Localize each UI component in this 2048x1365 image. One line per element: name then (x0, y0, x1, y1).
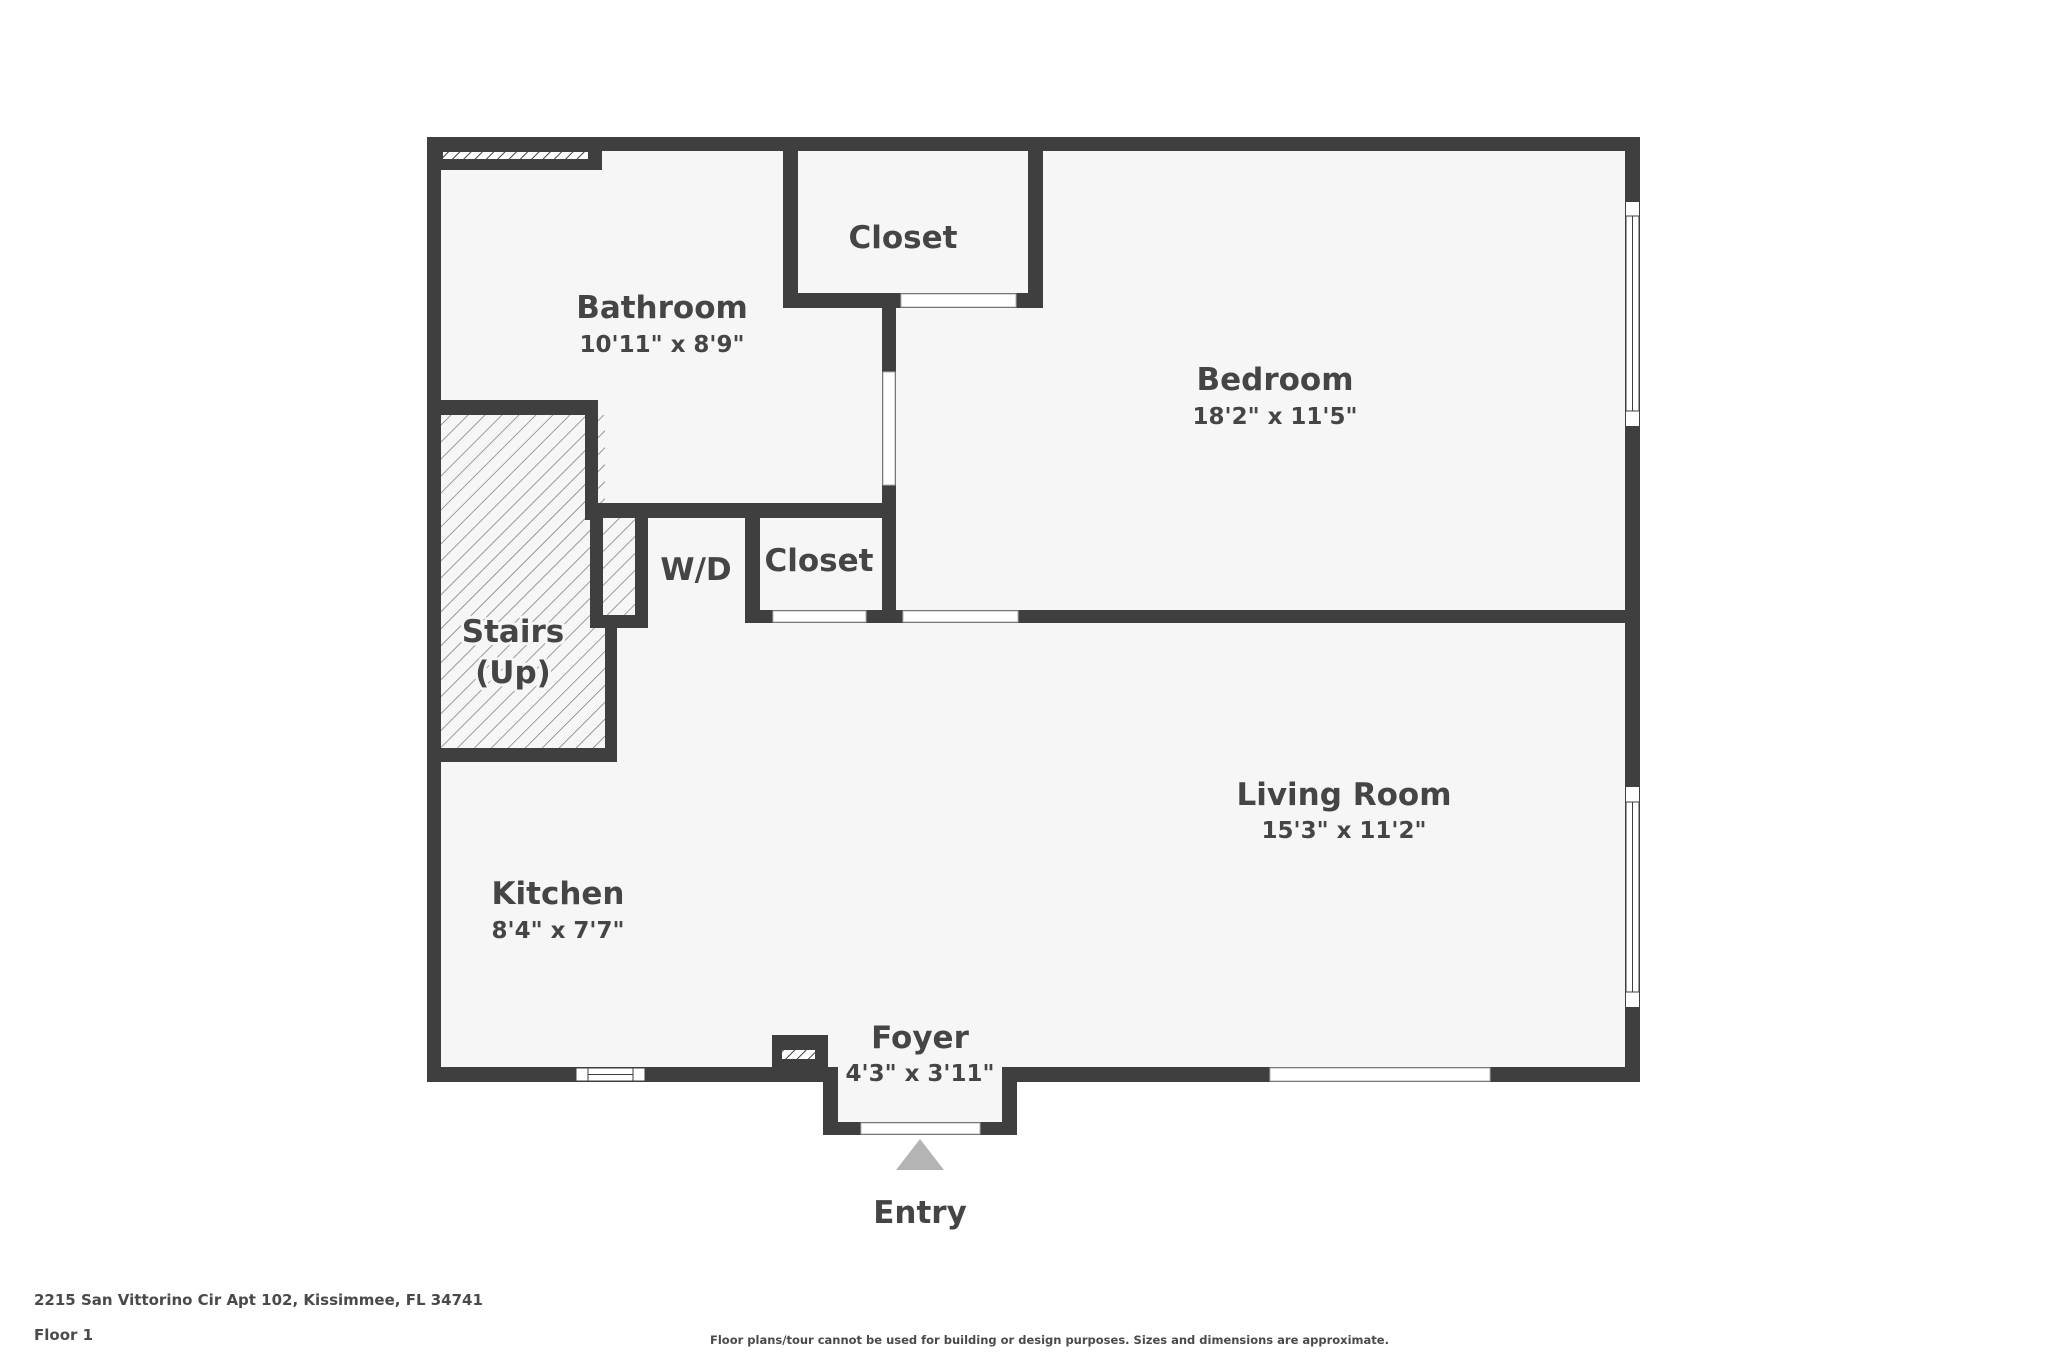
foyer-shelf (782, 1050, 815, 1059)
door-lower-closet (772, 610, 867, 623)
disclaimer: Floor plans/tour cannot be used for buil… (710, 1333, 1389, 1347)
window-kitchen (575, 1067, 646, 1082)
bedroom-dimensions: 18'2" x 11'5" (1193, 404, 1358, 430)
door-entry (860, 1122, 981, 1135)
door-bedroom (902, 610, 1019, 623)
closet-mid-name: Closet (765, 543, 874, 579)
kitchen-name: Kitchen (491, 876, 624, 912)
wd-hatch (603, 518, 635, 615)
room-labels: Bathroom 10'11" x 8'9" Closet Bedroom 18… (459, 217, 1455, 1231)
opening-living-bottom (1269, 1067, 1491, 1082)
window-living (1625, 787, 1640, 1007)
living-room-name: Living Room (1236, 777, 1451, 813)
entry-label: Entry (873, 1195, 967, 1231)
bathroom-name: Bathroom (576, 290, 748, 326)
door-top-closet (900, 293, 1017, 308)
kitchen-dimensions: 8'4" x 7'7" (492, 918, 625, 944)
window-bedroom (1625, 202, 1640, 426)
foyer-dimensions: 4'3" x 3'11" (846, 1061, 995, 1087)
wd-name: W/D (660, 552, 731, 588)
top-left-shelf (443, 152, 588, 159)
property-address: 2215 San Vittorino Cir Apt 102, Kissimme… (34, 1291, 483, 1309)
foyer-name: Foyer (871, 1020, 969, 1056)
closet-top-name: Closet (849, 220, 958, 256)
entry-arrow-icon (896, 1139, 944, 1170)
stairs-name-line2: (Up) (475, 655, 551, 691)
door-bathroom (882, 371, 896, 486)
floor-label: Floor 1 (34, 1326, 94, 1344)
stairs-hatch (441, 415, 605, 748)
openings (443, 152, 1640, 1135)
living-room-dimensions: 15'3" x 11'2" (1262, 818, 1427, 844)
bedroom-name: Bedroom (1196, 362, 1353, 398)
stairs-name: Stairs (462, 614, 564, 650)
bathroom-dimensions: 10'11" x 8'9" (580, 332, 745, 358)
